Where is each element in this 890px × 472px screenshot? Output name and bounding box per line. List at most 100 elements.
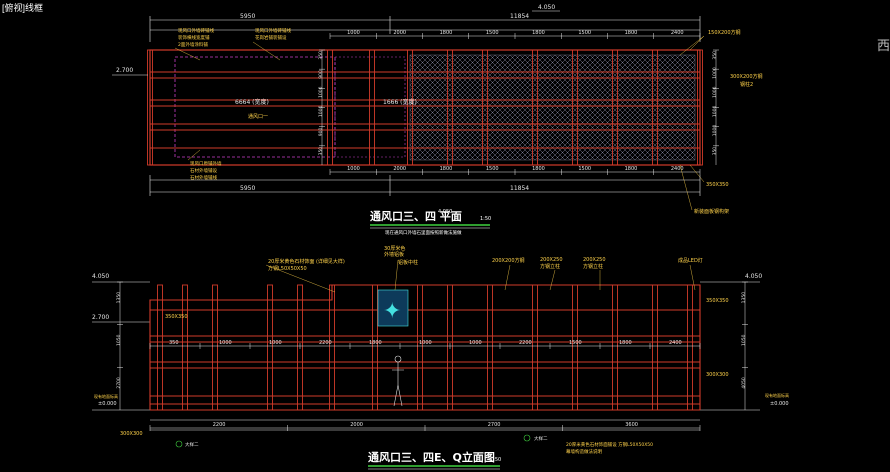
- elev-column: [329, 284, 335, 411]
- plan-right-vert-dim-label: 350: [712, 147, 718, 156]
- svg-text:铝板中柱: 铝板中柱: [398, 259, 418, 266]
- elevation-view: 4.050 2.700 ±0.000 现有地面标高 4.050 ±0.000 现…: [92, 245, 789, 470]
- plan-right-leaders: [679, 35, 705, 211]
- svg-text:方钢立柱: 方钢立柱: [540, 263, 560, 270]
- svg-text:200X200方钢: 200X200方钢: [492, 257, 525, 264]
- elev-column: [372, 284, 378, 411]
- elev-bottom-spacing-label: 3600: [625, 422, 638, 428]
- elev-column: [182, 284, 188, 411]
- plan-bottom-spacing-label: 2400: [671, 166, 684, 172]
- plan-top-spacing-label: 2000: [393, 30, 406, 36]
- elev-mid-level: 2.700: [92, 314, 109, 321]
- plan-top-spacing-label: 1800: [625, 30, 638, 36]
- elev-callout-a: 大样二: [185, 441, 199, 448]
- plan-columns: [147, 49, 703, 166]
- plan-top-spacing-label: 1800: [532, 30, 545, 36]
- plan-left-vert-dim-label: 1000: [318, 105, 324, 117]
- plan-right-spec-2b: 钢柱2: [740, 81, 753, 88]
- plan-title: 通风口三、四 平面: [370, 209, 462, 223]
- plan-column: [147, 49, 153, 166]
- elev-right-spec-2: 300X300: [706, 372, 729, 378]
- svg-text:外墙铝板: 外墙铝板: [384, 251, 404, 258]
- elev-callout-a-circle: [175, 440, 183, 448]
- elev-left-vertical-dims: 1350 1050 2700: [116, 281, 123, 410]
- viewport-label: [俯视]线框: [2, 3, 44, 13]
- elev-top-spacing-label: 350: [169, 340, 179, 346]
- elev-top-spacing-label: 1000: [419, 340, 432, 346]
- plan-column: [532, 49, 538, 166]
- plan-column: [369, 49, 375, 166]
- plan-top-spacing-label: 1500: [486, 30, 499, 36]
- elev-column: [572, 284, 578, 411]
- elev-top-spacing-label: 1800: [619, 340, 632, 346]
- elev-top-specs: 20厚米黄色石材饰面 (详细见大样) 方钢L50X50X50 30厚米色 外墙铝…: [268, 245, 703, 272]
- plan-column: [327, 49, 333, 166]
- plan-title-level: 4.050: [438, 209, 452, 215]
- elev-right-vert-dim-label: 4050: [741, 377, 747, 389]
- plan-vent-inner: [334, 56, 406, 158]
- elev-left-vert-dim-label: 1350: [116, 292, 122, 304]
- plan-bottom-spacing-label: 1800: [532, 166, 545, 172]
- elev-title-scale: 1:50: [490, 457, 501, 463]
- elev-column: [297, 284, 303, 411]
- plan-note: 现在通风口外墙石里面按照新做法施做: [385, 229, 462, 236]
- elev-left-vert-dim-label: 2700: [116, 377, 122, 389]
- plan-column: [482, 49, 488, 166]
- elev-bottom-spec-2: 幕墙构造做法说明: [566, 448, 602, 455]
- viewcube-direction[interactable]: 西: [876, 39, 890, 54]
- elev-column: [652, 284, 658, 411]
- plan-vent-label: 通风口一: [248, 113, 268, 120]
- elev-structure: [149, 284, 701, 411]
- plan-column: [612, 49, 618, 166]
- plan-bottom-spacing-label: 1500: [486, 166, 499, 172]
- svg-text:200X250: 200X250: [583, 257, 606, 263]
- plan-left-vert-dim-label: 900: [318, 70, 324, 79]
- plan-right-spec-3: 350X350: [706, 182, 729, 188]
- elev-top-level-right: 4.050: [745, 273, 762, 280]
- plan-bottom-spacing-label: 1800: [625, 166, 638, 172]
- elev-right-spec-1: 350X350: [706, 298, 729, 304]
- plan-leader-lines: [174, 41, 281, 161]
- plan-column: [572, 49, 578, 166]
- elev-callout-b: 大样二: [534, 435, 548, 442]
- plan-outline: [149, 49, 701, 166]
- svg-text:花岗岩铺装铺设: 花岗岩铺装铺设: [255, 34, 287, 41]
- elev-bottom-spacing-label: 2700: [488, 422, 501, 428]
- svg-text:方钢L50X50X50: 方钢L50X50X50: [268, 265, 307, 272]
- plan-right-vert-dim-label: 1000: [712, 125, 718, 137]
- elev-column: [532, 284, 538, 411]
- elev-sign-panel: [377, 289, 409, 327]
- elev-top-spacing-label: 2200: [319, 340, 332, 346]
- elev-column: [212, 284, 218, 411]
- plan-bottom-spacing-label: 1800: [440, 166, 453, 172]
- elev-right-vert-dim-label: 1350: [741, 292, 747, 304]
- elev-top-leaders: [265, 259, 696, 293]
- plan-right-vert-dim-label: 1000: [712, 67, 718, 79]
- svg-text:石材外墙铺设: 石材外墙铺设: [190, 167, 217, 174]
- elev-column: [487, 284, 493, 411]
- elev-sign-glyph: ✦: [383, 299, 401, 324]
- plan-level-top: 4.050: [538, 4, 555, 11]
- elev-left-vert-dim-label: 1050: [116, 334, 122, 346]
- elev-top-spacing-label: 2400: [669, 340, 682, 346]
- svg-text:成品LED灯: 成品LED灯: [678, 257, 703, 264]
- plan-left-dim-bottom: 5950: [240, 185, 255, 192]
- elev-base-right: ±0.000: [770, 401, 789, 407]
- elev-right-vertical-dims: 1350 1050 4050: [741, 281, 748, 410]
- elev-right-vert-dim-label: 1050: [741, 334, 747, 346]
- plan-column: [697, 49, 703, 166]
- plan-left-vert-dim-label: 350: [318, 147, 324, 156]
- plan-callouts-topleft: 现风口外墙砖铺线 装饰横线宽度铺 2面外墙涂料铺 现风口外墙砖铺线 花岗岩铺装铺…: [178, 27, 291, 181]
- plan-vent-width2: 1666 (宽度): [383, 98, 417, 106]
- svg-text:现风口外墙砖铺线: 现风口外墙砖铺线: [178, 27, 214, 34]
- elev-top-spacing-label: 1800: [369, 340, 382, 346]
- elev-column: [447, 284, 453, 411]
- elev-bottom-dimension-lines: [150, 419, 700, 431]
- svg-text:石材外墙铺线: 石材外墙铺线: [190, 174, 217, 181]
- plan-left-level: 2.700: [116, 67, 133, 74]
